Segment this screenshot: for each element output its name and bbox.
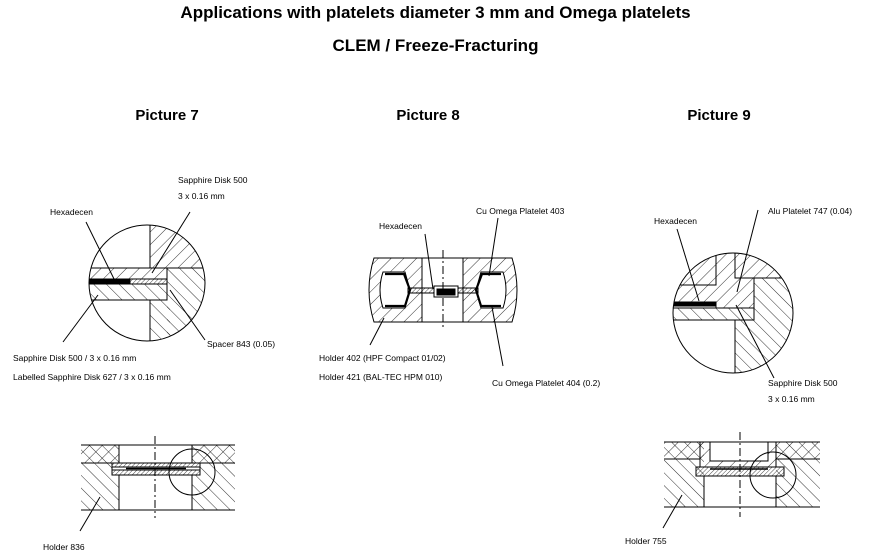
label-cu-omega-404: Cu Omega Platelet 404 (0.2) bbox=[492, 378, 601, 388]
picture-8-detail bbox=[368, 217, 518, 367]
label-sapphire-disk-500-top: Sapphire Disk 500 bbox=[178, 175, 248, 185]
label-hexadecen-9: Hexadecen bbox=[654, 216, 698, 226]
label-holder-755: Holder 755 bbox=[625, 536, 667, 546]
page-title: Applications with platelets diameter 3 m… bbox=[180, 3, 691, 22]
label-holder-836: Holder 836 bbox=[43, 542, 85, 552]
label-spacer-843: Spacer 843 (0.05) bbox=[207, 339, 276, 349]
label-holder-402: Holder 402 (HPF Compact 01/02) bbox=[319, 353, 446, 363]
picture-7-heading: Picture 7 bbox=[135, 107, 199, 124]
page-subtitle: CLEM / Freeze-Fracturing bbox=[332, 36, 539, 55]
label-sapphire-size-top: 3 x 0.16 mm bbox=[178, 191, 225, 201]
label-sapphire-size-9: 3 x 0.16 mm bbox=[768, 394, 815, 404]
holder-755-drawing bbox=[662, 432, 820, 529]
label-holder-421: Holder 421 (BAL-TEC HPM 010) bbox=[319, 372, 443, 382]
label-hexadecen-7: Hexadecen bbox=[50, 207, 94, 217]
label-alu-platelet-747: Alu Platelet 747 (0.04) bbox=[768, 206, 853, 216]
label-sapphire-disk-500-9: Sapphire Disk 500 bbox=[768, 378, 838, 388]
label-sapphire-disk-500-bottom: Sapphire Disk 500 / 3 x 0.16 mm bbox=[13, 353, 137, 363]
label-labelled-sapphire-disk: Labelled Sapphire Disk 627 / 3 x 0.16 mm bbox=[13, 372, 171, 382]
picture-8-heading: Picture 8 bbox=[396, 107, 460, 124]
picture-9-heading: Picture 9 bbox=[687, 107, 751, 124]
holder-836-drawing bbox=[79, 436, 235, 532]
picture-9-detail bbox=[672, 209, 794, 379]
label-cu-omega-403: Cu Omega Platelet 403 bbox=[476, 206, 565, 216]
label-hexadecen-8: Hexadecen bbox=[379, 221, 423, 231]
picture-7-detail bbox=[62, 211, 206, 343]
